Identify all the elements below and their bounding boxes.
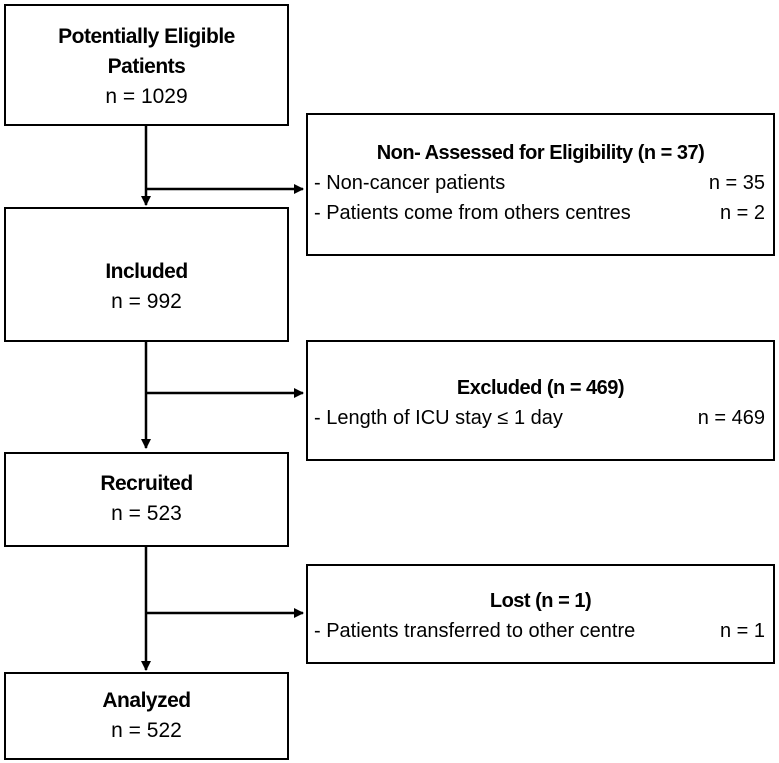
box-excluded: Excluded (n = 469) - Length of ICU stay … bbox=[306, 340, 775, 461]
item-count: n = 35 bbox=[708, 172, 765, 194]
box-non-assessed: Non- Assessed for Eligibility (n = 37) -… bbox=[306, 113, 775, 256]
box-potentially-eligible: Potentially Eligible Patients n = 1029 bbox=[4, 4, 289, 126]
box-title: Potentially Eligible Patients bbox=[58, 25, 235, 78]
box-included: Included n = 992 bbox=[4, 207, 289, 342]
list-item: - Patients come from others centres n = … bbox=[308, 198, 773, 228]
box-count: n = 992 bbox=[111, 290, 182, 313]
box-title: Lost (n = 1) bbox=[489, 590, 592, 612]
box-title: Included bbox=[105, 260, 188, 283]
item-label: - Length of ICU stay ≤ 1 day bbox=[314, 407, 563, 429]
box-lost: Lost (n = 1) - Patients transferred to o… bbox=[306, 564, 775, 664]
item-count: n = 1 bbox=[719, 620, 765, 642]
item-count: n = 469 bbox=[697, 407, 765, 429]
box-count: n = 1029 bbox=[105, 85, 188, 108]
item-label: - Non-cancer patients bbox=[314, 172, 506, 194]
list-item: - Patients transferred to other centre n… bbox=[308, 616, 773, 646]
box-title: Recruited bbox=[100, 472, 193, 495]
item-label: - Patients transferred to other centre bbox=[314, 620, 636, 642]
box-title: Excluded (n = 469) bbox=[456, 377, 625, 399]
box-recruited: Recruited n = 523 bbox=[4, 452, 289, 547]
box-title: Non- Assessed for Eligibility (n = 37) bbox=[376, 142, 705, 164]
item-label: - Patients come from others centres bbox=[314, 202, 631, 224]
box-count: n = 522 bbox=[111, 719, 182, 742]
list-item: - Non-cancer patients n = 35 bbox=[308, 168, 773, 198]
item-count: n = 2 bbox=[719, 202, 765, 224]
list-item: - Length of ICU stay ≤ 1 day n = 469 bbox=[308, 403, 773, 433]
box-analyzed: Analyzed n = 522 bbox=[4, 672, 289, 760]
box-title: Analyzed bbox=[102, 689, 191, 712]
box-count: n = 523 bbox=[111, 502, 182, 525]
